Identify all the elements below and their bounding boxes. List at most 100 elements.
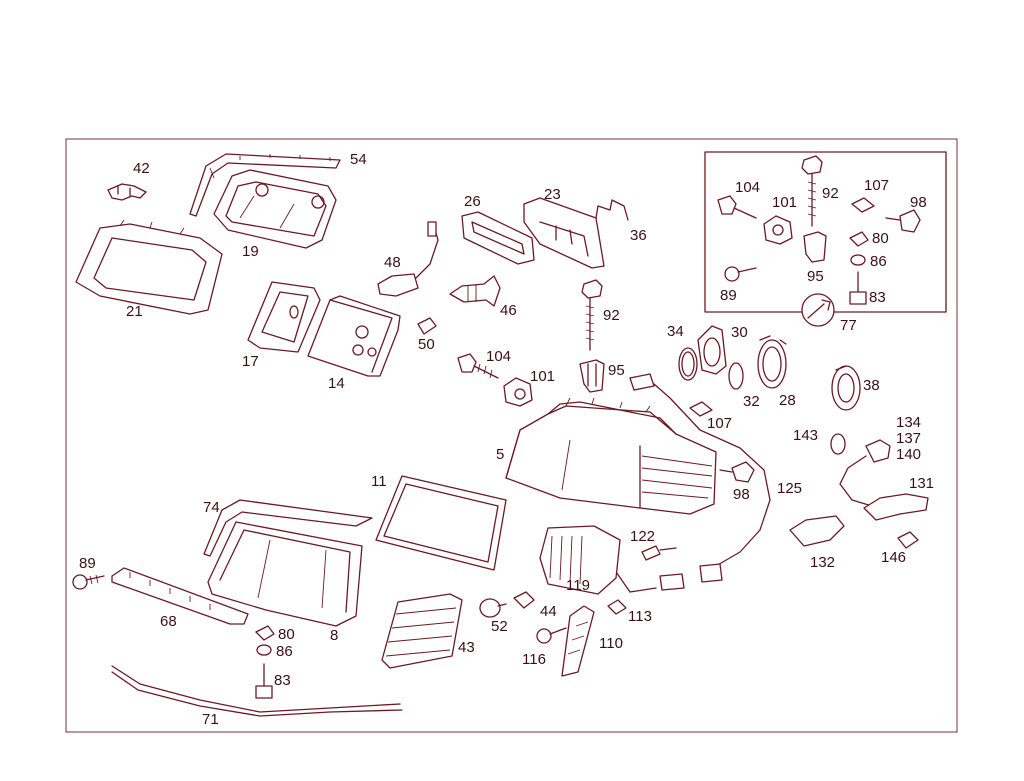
part-143-grommet[interactable]: [830, 433, 846, 455]
label-116: 116: [522, 651, 546, 668]
label-113: 113: [628, 608, 652, 625]
part-17-cowl[interactable]: [247, 281, 321, 353]
part-134-socket[interactable]: [839, 439, 891, 507]
label-44: 44: [540, 603, 557, 620]
part-71-molding[interactable]: [111, 665, 403, 717]
part-122-bulb[interactable]: [641, 545, 677, 561]
label-122: 122: [630, 528, 655, 545]
part-131-side-marker[interactable]: [863, 493, 929, 521]
part-34-ring[interactable]: [678, 347, 698, 381]
label-52: 52: [491, 618, 508, 635]
label-8: 8: [330, 627, 338, 644]
label-28: 28: [779, 392, 796, 409]
part-48-bulb-wire[interactable]: [377, 221, 439, 297]
label-48: 48: [384, 254, 401, 271]
part-146-bulb[interactable]: [897, 531, 919, 549]
inset-part-86-washer[interactable]: [850, 254, 866, 266]
inset-label-101: 101: [772, 194, 797, 211]
inset-label-107: 107: [864, 177, 889, 194]
inset-part-80-clip[interactable]: [849, 231, 869, 247]
label-80: 80: [278, 626, 295, 643]
part-23-bracket[interactable]: [523, 197, 605, 269]
part-38-cap[interactable]: [831, 365, 861, 411]
inset-part-89-screw[interactable]: [724, 266, 757, 282]
inset-part-101-nut[interactable]: [763, 215, 793, 245]
label-5: 5: [496, 446, 504, 463]
label-104: 104: [486, 348, 511, 365]
part-95-clip[interactable]: [579, 359, 605, 393]
label-23: 23: [544, 186, 561, 203]
part-80-clip[interactable]: [255, 625, 275, 641]
part-32-ring[interactable]: [728, 362, 744, 390]
label-43: 43: [458, 639, 475, 656]
part-26-gasket[interactable]: [461, 211, 535, 265]
inset-part-107-clip[interactable]: [851, 197, 875, 213]
part-30-socket[interactable]: [697, 325, 727, 375]
label-74: 74: [203, 499, 220, 516]
part-50-small-bulb[interactable]: [417, 317, 437, 335]
label-26: 26: [464, 193, 481, 210]
label-11: 11: [371, 473, 387, 490]
part-19-bezel[interactable]: [213, 169, 337, 249]
part-125-wire-harness[interactable]: [611, 383, 771, 593]
part-54-trim-strip[interactable]: [189, 153, 341, 217]
part-98-screw[interactable]: [719, 461, 755, 483]
part-110-bracket[interactable]: [561, 605, 595, 677]
inset-label-104: 104: [735, 179, 760, 196]
part-89-screw[interactable]: [72, 574, 105, 590]
part-74-trim[interactable]: [203, 499, 373, 557]
inset-part-77-wrench[interactable]: [801, 293, 835, 327]
part-36-wire-clip[interactable]: [595, 199, 629, 221]
part-42-clip[interactable]: [107, 183, 147, 201]
inset-part-92-screw[interactable]: [801, 155, 823, 227]
inset-label-80: 80: [872, 230, 889, 247]
diagram-frame: [65, 138, 958, 733]
part-83-bolt[interactable]: [255, 663, 273, 699]
label-21: 21: [126, 303, 143, 320]
label-68: 68: [160, 613, 177, 630]
part-107-clip[interactable]: [689, 401, 713, 417]
inset-label-77: 77: [840, 317, 857, 334]
label-101: 101: [530, 368, 555, 385]
part-11-seal[interactable]: [375, 475, 507, 571]
label-95: 95: [608, 362, 625, 379]
part-68-strip[interactable]: [111, 567, 249, 625]
part-101-nut[interactable]: [503, 377, 533, 407]
inset-box: [704, 151, 947, 313]
part-5-headlamp[interactable]: [505, 397, 717, 515]
part-52-bulb[interactable]: [479, 598, 507, 618]
label-92: 92: [603, 307, 620, 324]
part-8-lens[interactable]: [207, 521, 363, 627]
label-83: 83: [274, 672, 291, 689]
part-86-washer[interactable]: [256, 644, 272, 656]
inset-part-83-bolt[interactable]: [849, 271, 867, 305]
part-44-socket[interactable]: [513, 591, 535, 609]
inset-label-92: 92: [822, 185, 839, 202]
part-116-screw[interactable]: [536, 627, 567, 644]
part-104-screw[interactable]: [457, 353, 499, 379]
label-107: 107: [707, 415, 732, 432]
part-28-holder[interactable]: [757, 335, 787, 389]
label-132: 132: [810, 554, 835, 571]
part-132-lamp[interactable]: [789, 515, 845, 547]
part-113-clip[interactable]: [607, 599, 627, 615]
inset-part-104-screw[interactable]: [717, 195, 757, 219]
label-137: 137: [896, 430, 921, 447]
part-14-reflector[interactable]: [307, 295, 401, 377]
label-134: 134: [896, 414, 921, 431]
part-92-screw[interactable]: [581, 279, 603, 351]
label-46: 46: [500, 302, 517, 319]
label-19: 19: [242, 243, 259, 260]
inset-part-95-clip[interactable]: [803, 231, 827, 263]
label-38: 38: [863, 377, 880, 394]
part-119-fog-lamp[interactable]: [539, 525, 621, 595]
inset-label-83: 83: [869, 289, 886, 306]
wire-connector[interactable]: [629, 373, 655, 391]
part-46-bulb[interactable]: [449, 275, 501, 307]
part-43-lens[interactable]: [381, 593, 463, 669]
part-21-frame[interactable]: [75, 219, 223, 315]
label-140: 140: [896, 446, 921, 463]
inset-part-98-screw[interactable]: [885, 209, 921, 233]
label-14: 14: [328, 375, 345, 392]
